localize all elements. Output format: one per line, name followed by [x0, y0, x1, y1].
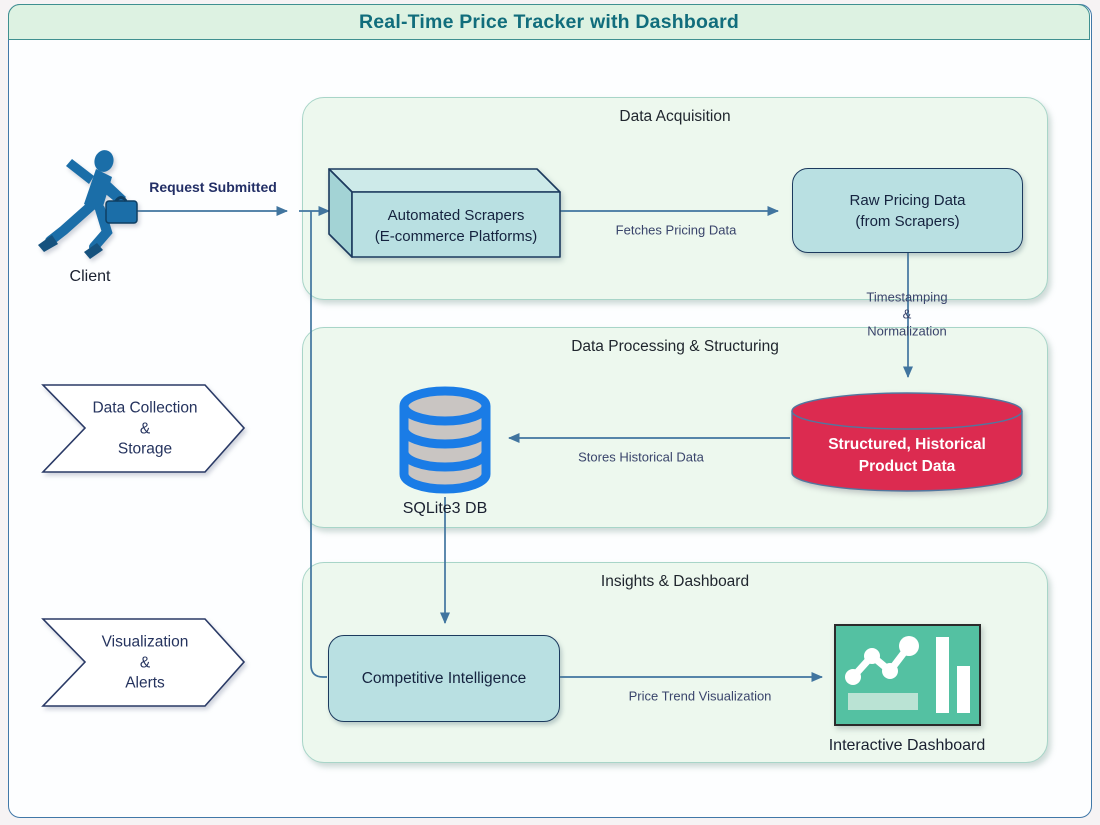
stores-historical-data-label: Stores Historical Data [578, 449, 704, 465]
interactive-dashboard-label: Interactive Dashboard [828, 737, 986, 754]
timestamping-normalization-label: Timestamping & Normalization [866, 289, 947, 340]
timestamping-label-line1: Timestamping [866, 289, 948, 305]
chevron-visualization-shape [41, 618, 246, 707]
node-raw-pricing-data: Raw Pricing Data (from Scrapers) [792, 168, 1023, 253]
automated-scrapers-label-line2: (E-commerce Platforms) [374, 228, 538, 245]
sqlite-db-label: SQLite3 DB [402, 500, 488, 517]
structured-data-cylinder [791, 392, 1023, 492]
node-competitive-intelligence: Competitive Intelligence [328, 635, 560, 722]
raw-pricing-label-line1: Raw Pricing Data [849, 191, 966, 209]
sqlite-db-icon [399, 386, 491, 494]
request-submitted-label: Request Submitted [149, 179, 277, 195]
structured-data-label: Structured, Historical Product Data [828, 434, 986, 478]
automated-scrapers-label-line1: Automated Scrapers [387, 207, 525, 224]
page-title: Real-Time Price Tracker with Dashboard [358, 10, 740, 33]
structured-data-label-line1: Structured, Historical [828, 436, 986, 453]
chevron-data-collection-label: Data Collection & Storage [92, 398, 197, 460]
container-title-processing: Data Processing & Structuring [571, 338, 779, 355]
client-label: Client [69, 268, 111, 285]
visualization-label-line1: Visualization [101, 633, 189, 651]
data-collection-label-line3: Storage [117, 440, 173, 458]
competitive-intelligence-label: Competitive Intelligence [361, 670, 527, 687]
edge-request-branch-to-competitive [310, 211, 327, 678]
raw-pricing-label-line2: (from Scrapers) [855, 212, 960, 230]
client-icon [38, 150, 138, 259]
scrapers-cuboid [328, 168, 561, 258]
container-title-acquisition: Data Acquisition [619, 108, 731, 125]
visualization-label-line3: Alerts [125, 674, 165, 692]
container-title-insights: Insights & Dashboard [600, 573, 750, 590]
timestamping-label-line3: Normalization [867, 323, 947, 339]
chevron-visualization-label: Visualization & Alerts [102, 632, 189, 694]
data-collection-label-line1: Data Collection [92, 399, 198, 417]
title-bar: Real-Time Price Tracker with Dashboard [8, 4, 1090, 40]
data-collection-label-line2: & [139, 419, 151, 437]
chevron-data-collection-shape [41, 384, 246, 473]
fetches-pricing-data-label: Fetches Pricing Data [615, 222, 737, 238]
automated-scrapers-label: Automated Scrapers (E-commerce Platforms… [375, 205, 538, 247]
timestamping-label-line2: & [902, 306, 912, 322]
price-trend-visualization-label: Price Trend Visualization [628, 688, 772, 704]
structured-data-label-line2: Product Data [858, 458, 956, 475]
visualization-label-line2: & [139, 653, 151, 671]
interactive-dashboard-icon [834, 624, 981, 726]
edges [135, 206, 913, 682]
